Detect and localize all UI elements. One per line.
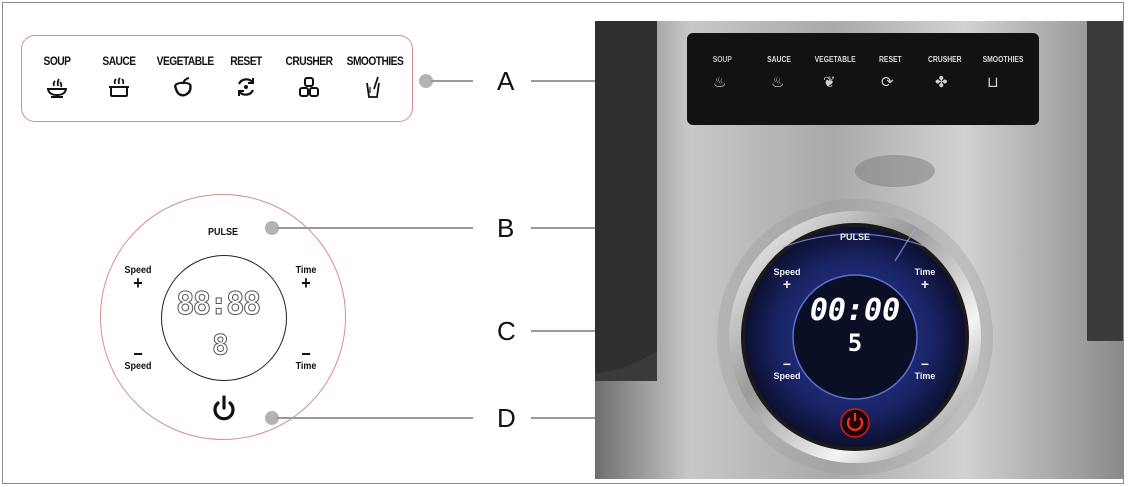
soup-bowl-icon xyxy=(46,78,68,98)
vegetable-icon xyxy=(173,77,192,97)
ice-crusher-icon xyxy=(299,77,319,97)
mode-label: CRUSHER xyxy=(285,54,333,68)
time-up-label: Time xyxy=(295,265,317,276)
display-mode-smoothies: SMOOTHIES xyxy=(982,55,1024,64)
callout-d-anchor xyxy=(265,411,279,425)
photo-speed-up[interactable]: Speed + xyxy=(769,267,805,291)
photo-time-down-label: Time xyxy=(914,371,936,381)
photo-speed-down[interactable]: − Speed xyxy=(769,357,805,381)
time-down-label: Time xyxy=(295,361,317,372)
callout-a-anchor xyxy=(419,74,433,88)
minus-sign: − xyxy=(920,356,930,372)
plus-sign: + xyxy=(301,273,311,293)
photo-time-down[interactable]: − Time xyxy=(907,357,943,381)
speed-up-button[interactable]: Speed + xyxy=(123,265,154,293)
callout-d-letter: D xyxy=(497,403,516,433)
photo-display-speed: 5 xyxy=(847,329,863,357)
segment-speed-placeholder: 8 xyxy=(212,328,230,362)
smoothie-glass-icon xyxy=(366,76,380,98)
blender-body-illustration xyxy=(595,21,1123,479)
photo-speed-down-label: Speed xyxy=(773,371,801,381)
callout-c-letter: C xyxy=(497,316,516,346)
display-mode-sauce: SAUCE xyxy=(767,55,791,64)
display-mode-crusher: CRUSHER xyxy=(927,55,962,64)
reset-cycle-icon xyxy=(238,78,254,96)
display-mode-soup: SOUP xyxy=(712,55,732,64)
control-dial-diagram: PULSE Speed + Time + − Speed − Time 88:8… xyxy=(100,194,346,440)
time-down-button[interactable]: − Time xyxy=(291,344,322,372)
mode-reset[interactable]: RESET xyxy=(215,54,277,99)
blender-photo: SOUP SAUCE VEGETABLE RESET CRUSHER SMOOT… xyxy=(595,21,1123,479)
display-mode-vegetable: VEGETABLE xyxy=(814,55,856,64)
callout-a-line xyxy=(431,80,473,82)
speed-down-button[interactable]: − Speed xyxy=(123,344,154,372)
photo-time-up-label: Time xyxy=(914,267,936,277)
photo-display-time: 00:00 xyxy=(809,293,901,328)
minus-sign: − xyxy=(782,356,792,372)
photo-speed-up-label: Speed xyxy=(773,267,801,277)
mode-label: RESET xyxy=(230,54,262,68)
callout-a-letter: A xyxy=(497,66,515,96)
mode-label: VEGETABLE xyxy=(156,54,215,68)
minus-sign: − xyxy=(301,344,311,364)
segment-time-placeholder: 88:88 xyxy=(175,286,261,323)
display-reset-icon: ⟳ xyxy=(881,74,894,91)
pulse-label[interactable]: PULSE xyxy=(207,227,239,238)
mode-vegetable[interactable]: VEGETABLE xyxy=(152,54,214,99)
plus-sign: + xyxy=(133,273,143,293)
mode-label: SMOOTHIES xyxy=(346,54,404,68)
display-soup-icon: ♨ xyxy=(713,74,727,91)
mode-button-panel: SOUP SAUCE VEGETABLE RESET xyxy=(21,35,413,122)
plus-sign: + xyxy=(782,276,792,292)
minus-sign: − xyxy=(133,344,143,364)
display-crusher-icon: ✤ xyxy=(935,74,948,91)
callout-d-line xyxy=(277,417,473,419)
callout-b-letter: B xyxy=(497,213,515,243)
power-icon[interactable] xyxy=(211,395,237,423)
display-smoothies-icon: ⊔ xyxy=(987,74,999,91)
speed-up-label: Speed xyxy=(124,265,152,276)
time-up-button[interactable]: Time + xyxy=(291,265,322,293)
plus-sign: + xyxy=(920,276,930,292)
mode-crusher[interactable]: CRUSHER xyxy=(278,54,340,99)
callout-b-anchor xyxy=(265,221,279,235)
display-mode-reset: RESET xyxy=(879,55,902,64)
display-sauce-icon: ♨ xyxy=(771,74,785,91)
segment-display-outline: 88:88 8 xyxy=(161,255,287,381)
mode-smoothies[interactable]: SMOOTHIES xyxy=(342,54,404,99)
photo-pulse-label[interactable]: PULSE xyxy=(839,232,870,242)
callout-b-line xyxy=(277,227,473,229)
display-vegetable-icon: ❦ xyxy=(823,74,836,91)
mode-label: SAUCE xyxy=(102,54,136,68)
mode-soup[interactable]: SOUP xyxy=(26,54,88,99)
mode-label: SOUP xyxy=(43,54,71,68)
photo-time-up[interactable]: Time + xyxy=(907,267,943,291)
mode-sauce[interactable]: SAUCE xyxy=(88,54,150,99)
sauce-pot-icon xyxy=(109,77,129,97)
speed-down-label: Speed xyxy=(124,361,152,372)
